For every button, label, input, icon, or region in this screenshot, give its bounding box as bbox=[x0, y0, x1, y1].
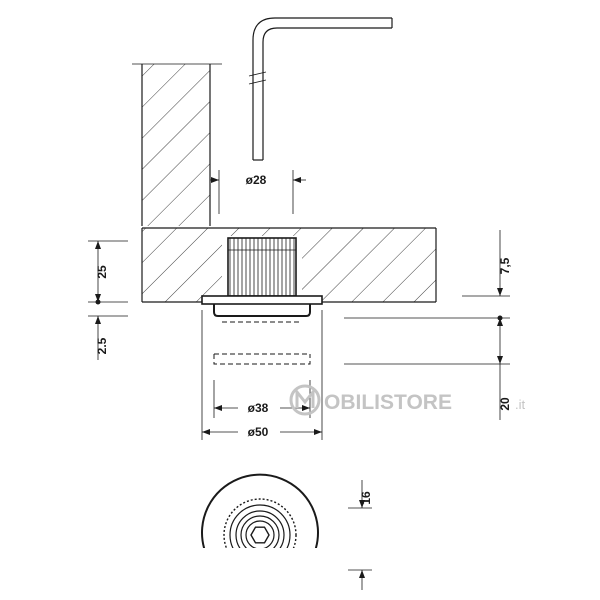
dimension-d28: ø28 bbox=[210, 170, 306, 214]
watermark: OBILISTORE .it bbox=[289, 384, 526, 416]
dim-label-16: 16 bbox=[359, 491, 373, 505]
dimension-16: 16 bbox=[348, 480, 373, 590]
dim-label-20: 20 bbox=[498, 397, 512, 411]
dim-label-d28: ø28 bbox=[246, 173, 267, 187]
vertical-wall-section bbox=[132, 63, 222, 226]
dim-label-25: 25 bbox=[95, 265, 109, 279]
watermark-brand: OBILISTORE bbox=[324, 391, 452, 414]
bottom-plan-view bbox=[201, 473, 319, 548]
dim-label-7-5: 7,5 bbox=[498, 257, 512, 274]
dimension-d50: ø50 bbox=[201, 310, 323, 440]
hidden-cap-outline bbox=[213, 321, 311, 365]
allen-key bbox=[248, 17, 393, 161]
dim-label-d38: ø38 bbox=[248, 401, 269, 415]
hex-socket-icon bbox=[250, 526, 270, 544]
dimension-left-vertical: 25 2.5 bbox=[88, 240, 128, 360]
insert-bushing bbox=[201, 237, 323, 317]
dim-label-d50: ø50 bbox=[248, 425, 269, 439]
watermark-tld: .it bbox=[515, 397, 526, 412]
dim-label-2-5: 2.5 bbox=[95, 337, 109, 354]
dimension-right-vertical: 7,5 20 bbox=[344, 230, 512, 420]
